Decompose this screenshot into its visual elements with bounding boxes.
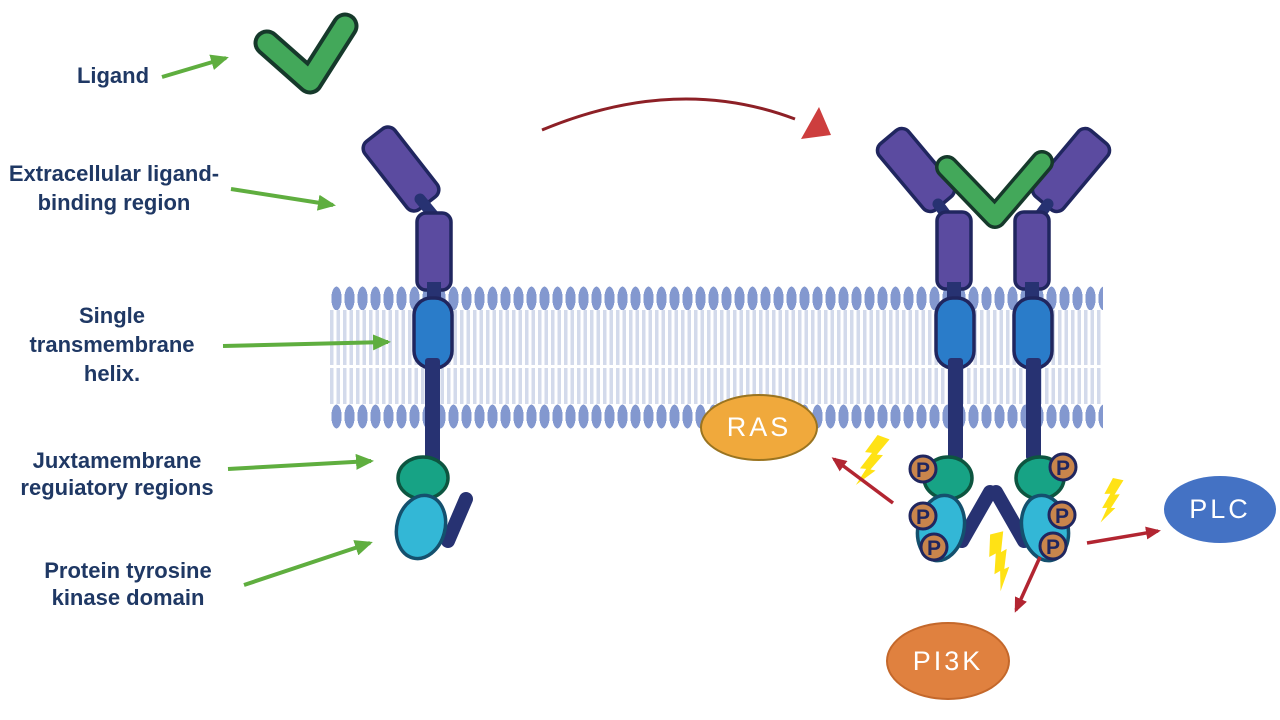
label-extracellular-region: Extracellular ligand- binding region (4, 159, 224, 217)
plc-label: PLC (1189, 494, 1251, 524)
label-ligand: Ligand (38, 61, 188, 90)
extracellular-domain-stem (1013, 210, 1051, 291)
annotation-arrows (161, 54, 391, 587)
signal-arrows (831, 457, 1161, 613)
receptor-dimer-left: P P P (875, 126, 997, 563)
bound-ligand-checkmark-icon (935, 150, 1054, 229)
svg-text:P: P (1056, 457, 1070, 480)
label-line: Ligand (76, 63, 150, 88)
svg-text:P: P (1046, 536, 1060, 559)
green-arrow-extracellular-icon (230, 187, 336, 211)
intracellular-stalk (1026, 358, 1041, 460)
c-terminal-tail (989, 485, 1031, 548)
ras-label: RAS (726, 412, 792, 442)
membrane-inner-leaflet-tails (330, 368, 1103, 404)
phosphate-p-circle-icon: P (908, 501, 938, 531)
label-kinase-domain: Protein tyrosine kinase domain (33, 557, 223, 611)
pi3k-label: PI3K (912, 645, 984, 676)
label-line: transmembrane (29, 332, 195, 357)
label-line: Extracellular ligand- (8, 161, 220, 186)
phosphate-p-circle-icon: P (1047, 500, 1077, 530)
transmembrane-helix (412, 296, 454, 370)
checkmark-ligand-icon (253, 12, 359, 95)
curved-red-arrow-icon (541, 97, 831, 139)
c-terminal-tail (441, 492, 473, 548)
svg-text:P: P (916, 506, 930, 529)
juxtamembrane-region (396, 455, 450, 501)
label-line: Juxtamembrane (32, 448, 202, 473)
green-arrow-transmembrane-icon (222, 334, 391, 351)
ras-protein-node: RAS (700, 394, 818, 461)
label-transmembrane-helix: Single transmembrane helix. (23, 301, 201, 388)
intracellular-stalk (425, 358, 440, 468)
activation-bolts (853, 433, 1124, 592)
svg-text:P: P (1055, 505, 1069, 528)
green-arrow-ligand-icon (161, 54, 229, 79)
plc-protein-node: PLC (1164, 476, 1276, 543)
lightning-bolt-icon (984, 531, 1018, 592)
lightning-bolt-icon (853, 433, 890, 491)
transmembrane-helix (1012, 296, 1054, 370)
red-arrow-to-pi3k-icon (1014, 556, 1042, 613)
svg-text:P: P (927, 537, 941, 560)
intracellular-stalk (948, 358, 963, 460)
phosphate-p-circle-icon: P (1048, 452, 1078, 482)
label-line: helix. (83, 361, 141, 386)
green-arrow-juxtamembrane-icon (227, 453, 374, 471)
phosphate-p-circle-icon: P (908, 454, 938, 484)
pi3k-protein-node: PI3K (886, 622, 1010, 700)
red-arrow-to-plc-icon (1086, 526, 1161, 545)
c-terminal-tail (955, 485, 997, 548)
label-line: binding region (37, 190, 191, 215)
phosphate-p-circle-icon: P (919, 532, 949, 562)
receptor-dimer-right: P P P (989, 126, 1112, 563)
phosphate-p-circle-icon: P (1038, 531, 1068, 561)
label-juxtamembrane-regions: Juxtamembrane reguiatory regions (12, 447, 222, 501)
receptor-inactive (361, 125, 473, 561)
label-line: Single (78, 303, 145, 328)
extracellular-domain-stem (415, 211, 453, 292)
green-arrow-kinase-icon (243, 540, 373, 587)
transmembrane-helix (934, 296, 976, 370)
extracellular-domain-top (361, 125, 441, 213)
extracellular-domain-stem (935, 210, 973, 291)
red-arrow-to-ras-icon (831, 457, 895, 505)
label-line: kinase domain (51, 585, 205, 610)
label-line: Protein tyrosine (44, 558, 212, 583)
kinase-domain (394, 493, 448, 561)
lightning-bolt-icon (1098, 477, 1124, 526)
svg-text:P: P (916, 459, 930, 482)
label-line: reguiatory regions (20, 475, 214, 500)
